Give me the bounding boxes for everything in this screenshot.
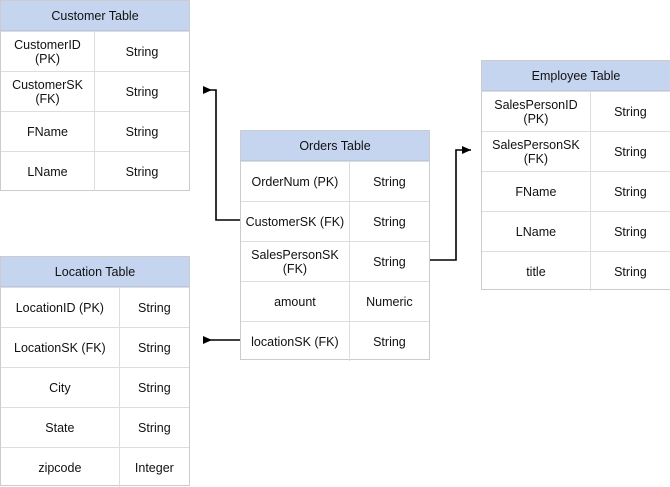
field-type-cell: String xyxy=(614,144,647,159)
field-name-cell: CustomerID (PK) xyxy=(1,32,95,71)
table-row[interactable]: City String xyxy=(1,367,189,407)
table-row[interactable]: LocationID (PK) String xyxy=(1,287,189,327)
orders-table-title: Orders Table xyxy=(241,131,429,161)
field-name-cell: FName xyxy=(1,112,95,151)
field-type-cell: String xyxy=(125,164,159,179)
field-type-cell: String xyxy=(138,340,171,355)
field-name-cell: LocationSK (FK) xyxy=(1,328,120,367)
table-row[interactable]: LocationSK (FK) String xyxy=(1,327,189,367)
field-type-cell: String xyxy=(614,184,647,199)
field-name-cell: State xyxy=(1,408,120,447)
field-type-cell: String xyxy=(373,214,406,229)
field-type-cell: String xyxy=(125,124,159,139)
field-name-cell: CustomerSK (FK) xyxy=(241,202,350,241)
customer-table-title: Customer Table xyxy=(1,1,189,31)
field-type-cell: String xyxy=(138,420,171,435)
field-type-cell: String xyxy=(373,334,406,349)
table-row[interactable]: zipcode Integer xyxy=(1,447,189,487)
table-row[interactable]: title String xyxy=(482,251,670,291)
table-row[interactable]: amount Numeric xyxy=(241,281,429,321)
field-type-cell: String xyxy=(373,254,406,269)
field-type-cell: String xyxy=(614,104,647,119)
field-name-cell: OrderNum (PK) xyxy=(241,162,350,201)
table-row[interactable]: SalesPersonSK (FK) String xyxy=(482,131,670,171)
field-name-cell: CustomerSK (FK) xyxy=(1,72,95,111)
orders-table[interactable]: Orders Table OrderNum (PK) String Custom… xyxy=(240,130,430,361)
table-row[interactable]: FName String xyxy=(1,111,189,151)
location-table[interactable]: Location Table LocationID (PK) String Lo… xyxy=(0,256,190,487)
field-type-cell: String xyxy=(614,264,647,279)
table-row[interactable]: OrderNum (PK) String xyxy=(241,161,429,201)
field-type-cell: String xyxy=(373,174,406,189)
field-name-cell: amount xyxy=(241,282,350,321)
field-name-cell: SalesPersonID (PK) xyxy=(482,92,591,131)
field-name-cell: LName xyxy=(1,152,95,191)
field-type-cell: String xyxy=(125,84,159,99)
location-table-title: Location Table xyxy=(1,257,189,287)
table-row[interactable]: locationSK (FK) String xyxy=(241,321,429,361)
employee-table[interactable]: Employee Table SalesPersonID (PK) String… xyxy=(481,60,670,291)
table-row[interactable]: LName String xyxy=(482,211,670,251)
field-name-cell: City xyxy=(1,368,120,407)
table-row[interactable]: CustomerSK (FK) String xyxy=(241,201,429,241)
field-name-cell: LocationID (PK) xyxy=(1,288,120,327)
table-row[interactable]: SalesPersonSK (FK) String xyxy=(241,241,429,281)
field-type-cell: Numeric xyxy=(366,294,413,309)
table-row[interactable]: CustomerSK (FK) String xyxy=(1,71,189,111)
connector-orders-to-customer xyxy=(203,86,240,221)
table-row[interactable]: FName String xyxy=(482,171,670,211)
field-type-cell: String xyxy=(125,44,159,59)
employee-table-title: Employee Table xyxy=(482,61,670,91)
field-type-cell: String xyxy=(138,300,171,315)
field-name-cell: FName xyxy=(482,172,591,211)
table-row[interactable]: LName String xyxy=(1,151,189,191)
field-name-cell: locationSK (FK) xyxy=(241,322,350,361)
connector-orders-to-employee xyxy=(430,146,471,261)
customer-table[interactable]: Customer Table CustomerID (PK) String Cu… xyxy=(0,0,190,191)
field-name-cell: SalesPersonSK (FK) xyxy=(482,132,591,171)
table-row[interactable]: SalesPersonID (PK) String xyxy=(482,91,670,131)
field-name-cell: zipcode xyxy=(1,448,120,487)
table-row[interactable]: State String xyxy=(1,407,189,447)
field-type-cell: String xyxy=(138,380,171,395)
field-name-cell: SalesPersonSK (FK) xyxy=(241,242,350,281)
field-name-cell: LName xyxy=(482,212,591,251)
field-type-cell: String xyxy=(614,224,647,239)
table-row[interactable]: CustomerID (PK) String xyxy=(1,31,189,71)
field-type-cell: Integer xyxy=(134,460,174,475)
field-name-cell: title xyxy=(482,252,591,291)
